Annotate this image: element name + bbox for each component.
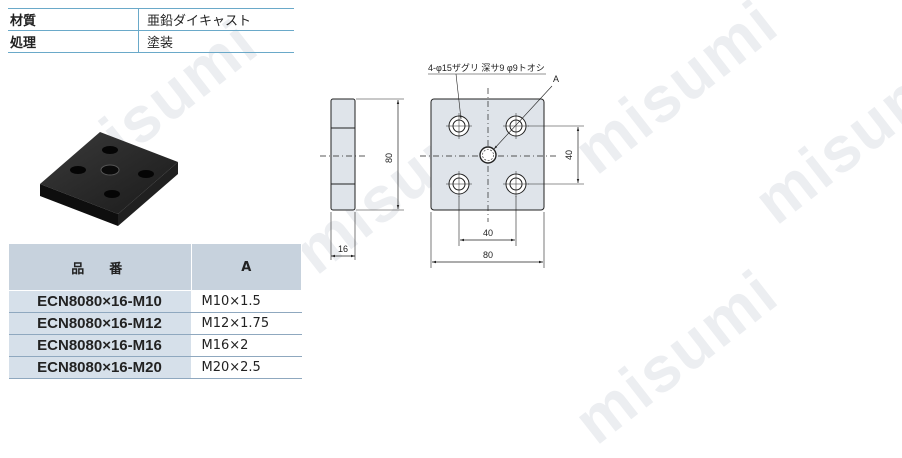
dim-hole-pitch-h: 40 — [483, 228, 493, 238]
header-a: A — [190, 243, 302, 291]
part-number: ECN8080×16-M20 — [8, 356, 192, 379]
spec-table: 材質 亜鉛ダイキャスト 処理 塗装 — [8, 8, 294, 53]
dim-front-width: 80 — [483, 250, 493, 260]
thread-size: M12×1.75 — [191, 312, 302, 335]
side-view: 80 16 — [320, 98, 404, 260]
table-row: ECN8080×16-M20 M20×2.5 — [8, 356, 302, 379]
dim-side-thickness: 16 — [338, 244, 348, 254]
table-row: ECN8080×16-M16 M16×2 — [8, 334, 302, 357]
thread-size: M16×2 — [191, 334, 302, 357]
thread-size: M10×1.5 — [191, 290, 302, 313]
part-number: ECN8080×16-M12 — [8, 312, 192, 335]
parts-table: 品 番 A ECN8080×16-M10 M10×1.5 ECN8080×16-… — [8, 243, 302, 379]
part-number: ECN8080×16-M16 — [8, 334, 192, 357]
hole-bottom-left — [446, 171, 472, 197]
table-row: ECN8080×16-M12 M12×1.75 — [8, 312, 302, 335]
hole-note: 4-φ15ザグリ 深サ9 φ9トオシ — [428, 62, 545, 73]
hole-bottom-right — [503, 171, 529, 197]
header-part-number: 品 番 — [8, 243, 192, 291]
product-image — [40, 132, 178, 226]
thread-size: M20×2.5 — [191, 356, 302, 379]
center-tapped-hole — [479, 146, 497, 164]
dim-side-height: 80 — [384, 153, 394, 163]
table-row: ECN8080×16-M10 M10×1.5 — [8, 290, 302, 313]
parts-header-row: 品 番 A — [8, 243, 302, 291]
hole-top-right — [503, 113, 529, 139]
label-a: A — [553, 74, 559, 84]
hole-top-left — [446, 113, 472, 139]
part-number: ECN8080×16-M10 — [8, 290, 192, 313]
spec-key: 材質 — [8, 8, 139, 31]
spec-value: 亜鉛ダイキャスト — [138, 8, 294, 31]
spec-row-material: 材質 亜鉛ダイキャスト — [8, 8, 294, 31]
spec-row-treatment: 処理 塗装 — [8, 30, 294, 53]
front-view: 4-φ15ザグリ 深サ9 φ9トオシ A 40 80 40 — [420, 62, 584, 268]
technical-drawing: 80 16 4-φ15ザグリ 深サ — [40, 62, 584, 268]
spec-key: 処理 — [8, 30, 139, 53]
dim-hole-pitch-v: 40 — [564, 150, 574, 160]
spec-value: 塗装 — [138, 30, 294, 53]
